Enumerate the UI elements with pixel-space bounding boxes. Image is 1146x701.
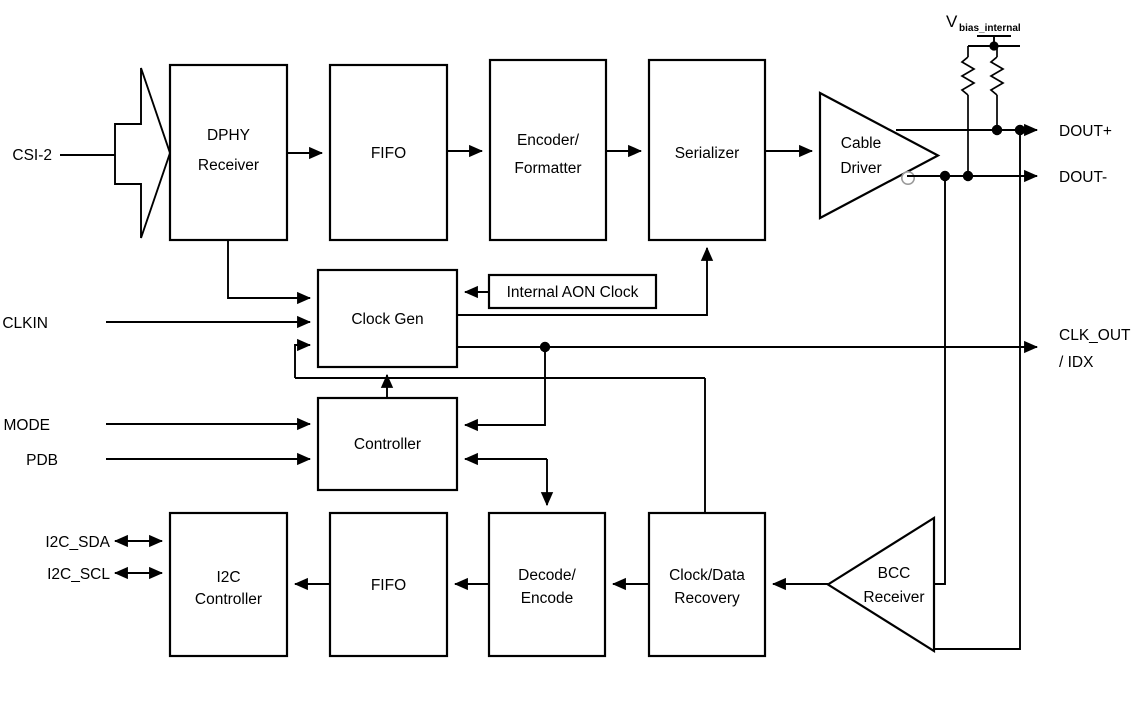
wire-doutn-to-bcc: [934, 176, 946, 585]
block-label-cabledriver-line1: Cable: [841, 135, 882, 152]
block-label-cabledriver-line2: Driver: [840, 160, 881, 177]
block-label-encoder-line1: Encoder/: [517, 132, 580, 149]
block-cable-driver: Cable Driver: [818, 91, 941, 220]
block-label-clockgen: Clock Gen: [351, 311, 423, 328]
block-encoder-formatter: Encoder/ Formatter: [488, 58, 608, 242]
wire-clkgen-tap-to-controller: [463, 347, 546, 432]
block-label-decode-line2: Encode: [521, 590, 574, 607]
block-clock-gen: Clock Gen: [316, 268, 459, 369]
block-internal-aon-clock: Internal AON Clock: [487, 273, 658, 310]
block-label-fifo-tx: FIFO: [371, 145, 406, 162]
port-label-pdb: PDB: [26, 452, 58, 469]
junction-doutp-resistor: [991, 124, 1003, 136]
vbias-label-main: V: [946, 12, 958, 31]
port-label-doutn: DOUT-: [1059, 169, 1107, 186]
block-label-controller: Controller: [354, 436, 421, 453]
port-label-mode: MODE: [4, 417, 51, 434]
block-label-encoder-line2: Formatter: [514, 160, 581, 177]
block-label-cdr-line1: Clock/Data: [669, 567, 745, 584]
port-label-clkout: CLK_OUT: [1059, 327, 1131, 344]
junction-doutn-resistor: [962, 170, 974, 182]
block-fifo-tx: FIFO: [328, 63, 449, 242]
port-label-i2c-sda: I2C_SDA: [45, 534, 110, 551]
block-label-decode-line1: Decode/: [518, 567, 576, 584]
block-label-dphy-line1: DPHY: [207, 127, 250, 144]
block-dphy-receiver: DPHY Receiver: [168, 63, 289, 242]
port-label-doutp: DOUT+: [1059, 123, 1112, 140]
block-serializer: Serializer: [647, 58, 767, 242]
vbias-label-subscript: bias_internal: [959, 23, 1021, 34]
block-label-i2c-line2: Controller: [195, 591, 262, 608]
block-label-i2c-line1: I2C: [216, 569, 240, 586]
block-label-serializer: Serializer: [675, 145, 740, 162]
block-clock-data-recovery: Clock/Data Recovery: [647, 511, 767, 658]
port-label-clkin: CLKIN: [2, 315, 48, 332]
block-bcc-receiver: BCC Receiver: [825, 516, 936, 653]
block-decode-encode: Decode/ Encode: [487, 511, 607, 658]
resistor-left: [960, 46, 976, 176]
block-label-bcc-line1: BCC: [878, 565, 911, 582]
block-fifo-rx: FIFO: [328, 511, 449, 658]
port-label-csi2: CSI-2: [12, 147, 52, 164]
wire-feedback-to-clockgen: [294, 338, 312, 378]
block-label-bcc-line2: Receiver: [863, 589, 924, 606]
block-label-fifo-rx: FIFO: [371, 577, 406, 594]
block-controller: Controller: [316, 396, 459, 492]
resistor-right: [989, 46, 1005, 130]
wire-dphy-to-clockgen: [227, 240, 312, 305]
port-label-i2c-scl: I2C_SCL: [47, 566, 110, 583]
block-label-aon-clock: Internal AON Clock: [507, 284, 639, 301]
block-i2c-controller: I2C Controller: [168, 511, 289, 658]
block-label-cdr-line2: Recovery: [674, 590, 740, 607]
block-label-dphy-line2: Receiver: [198, 157, 259, 174]
csi2-input-funnel: [114, 67, 172, 239]
port-label-idx: / IDX: [1059, 354, 1094, 371]
wire-clockgen-to-serializer: [457, 246, 714, 316]
wire-doutp-to-bcc: [934, 130, 1021, 650]
supply-vbias-internal: V bias_internal: [946, 12, 1021, 176]
inverting-output-bubble-icon: [900, 171, 915, 186]
